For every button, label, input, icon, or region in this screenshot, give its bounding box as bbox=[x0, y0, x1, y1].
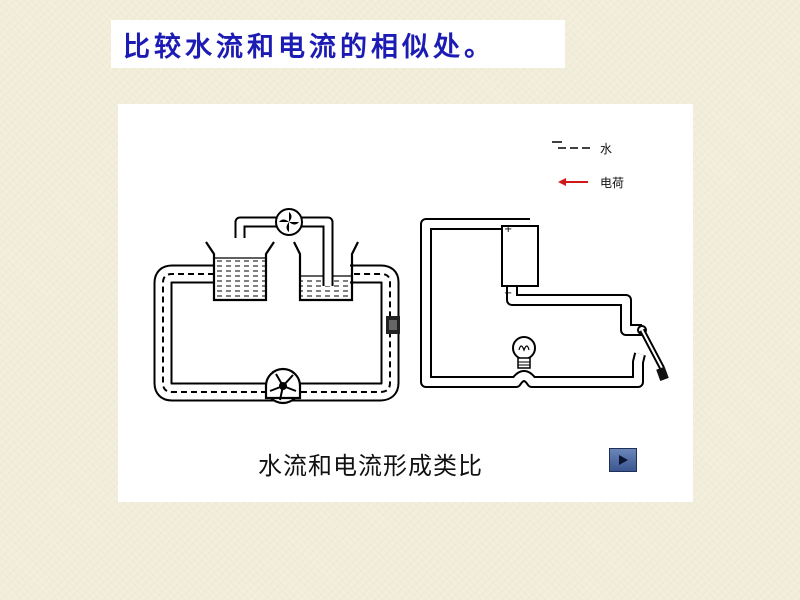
charge-arrow-icon bbox=[558, 178, 566, 186]
turbine-icon bbox=[275, 208, 303, 236]
analogy-diagram: + − bbox=[153, 141, 669, 405]
diagram-caption: 水流和电流形成类比 bbox=[258, 452, 483, 480]
water-circuit bbox=[153, 208, 400, 405]
battery-icon: + − bbox=[501, 224, 539, 299]
valve-icon bbox=[386, 316, 400, 334]
switch-icon bbox=[637, 325, 669, 382]
right-water-container bbox=[293, 241, 359, 302]
play-icon bbox=[619, 455, 628, 465]
slide-title: 比较水流和电流的相似处。 bbox=[123, 31, 495, 63]
battery-minus: − bbox=[504, 288, 512, 299]
play-button[interactable] bbox=[609, 448, 637, 472]
legend-water-label: 水 bbox=[600, 142, 613, 156]
title-box: 比较水流和电流的相似处。 bbox=[111, 20, 565, 68]
battery-plus: + bbox=[504, 224, 512, 235]
light-bulb-icon bbox=[512, 336, 536, 369]
water-pump-icon bbox=[264, 367, 302, 405]
legend bbox=[552, 141, 590, 186]
legend-charge-label: 电荷 bbox=[600, 176, 625, 190]
diagram-panel: + − bbox=[118, 104, 693, 502]
electric-circuit: + − bbox=[420, 218, 669, 388]
left-water-container bbox=[205, 241, 275, 302]
